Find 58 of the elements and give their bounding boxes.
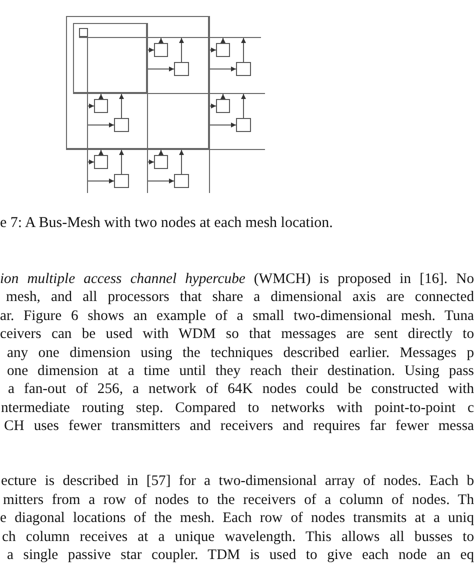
node-box (216, 99, 230, 113)
node-box (236, 118, 251, 132)
arrow (98, 94, 104, 100)
arrow (241, 94, 246, 118)
bus-line (87, 37, 88, 193)
arrow (119, 94, 124, 118)
arrow (88, 122, 114, 128)
arrow (148, 66, 174, 72)
node-box (94, 99, 108, 113)
text-line: any one dimension using the techniques described earlier. Messages p (7, 344, 474, 362)
text-line: ceivers can be used with WDM so that messages are sent directly to (0, 325, 474, 344)
arrow (179, 38, 184, 62)
text-line: ecture is described in [57] for a two-dimensional array of nodes. Each b (1, 472, 474, 490)
text-line: a fan-out of 256, a network of 64K nodes could be constructed with (8, 380, 474, 398)
bus-line (66, 149, 265, 150)
arrow (148, 160, 154, 164)
arrow (88, 104, 94, 108)
text-line: a single passive star coupler. TDM is used to give each node an eq (7, 546, 474, 563)
node-box (216, 43, 230, 57)
text-line: e diagonal locations of the mesh. Each row of nodes transmits at a uniq (0, 509, 474, 528)
text-line: ar. Figure 6 shows an example of a small two-dimensional mesh. Tuna (0, 306, 474, 325)
arrow (210, 122, 236, 128)
figure-caption: e 7: A Bus-Mesh with two nodes at each mesh location. (0, 214, 333, 232)
node-box (94, 155, 108, 169)
node-box (154, 155, 168, 169)
node-box (154, 43, 168, 57)
arrow (98, 150, 104, 156)
arrow (148, 48, 154, 52)
arrow (210, 104, 216, 108)
bus-line (147, 23, 148, 193)
node-box (236, 62, 251, 76)
arrow (88, 160, 94, 164)
text-line: one dimension at a time until they reach their destination. Using pass (7, 362, 474, 380)
text-line: mitters from a row of nodes to the receivers of a column of nodes. Th (3, 490, 474, 509)
arrow (88, 178, 114, 184)
node-box (79, 28, 88, 37)
bus-line (209, 16, 210, 193)
arrow (179, 150, 184, 174)
text-line: ntermediate routing step. Compared to networks with point-to-point c (1, 398, 474, 417)
text-line: ion multiple access channel hypercube (WMCH) is proposed in [16]. No (0, 270, 474, 288)
arrow (148, 178, 174, 184)
arrow (241, 38, 246, 62)
node-box (114, 118, 129, 132)
arrow (158, 38, 164, 44)
text-line: mesh, and all processors that share a dimensional axis are connected (6, 288, 474, 306)
node-box (114, 174, 129, 188)
node-box (174, 174, 189, 188)
bus-line (79, 37, 261, 38)
arrow (210, 66, 236, 72)
arrow (220, 38, 226, 44)
arrow (158, 150, 164, 156)
node-box (174, 62, 189, 76)
text-line: CH uses fewer transmitters and receivers and requires far fewer messa (4, 417, 474, 436)
arrow (210, 48, 216, 52)
arrow (220, 94, 226, 100)
text-line: ch column receives at a unique wavelength. This allows all busses to (2, 528, 474, 546)
bus-line (73, 93, 265, 94)
arrow (119, 150, 124, 174)
